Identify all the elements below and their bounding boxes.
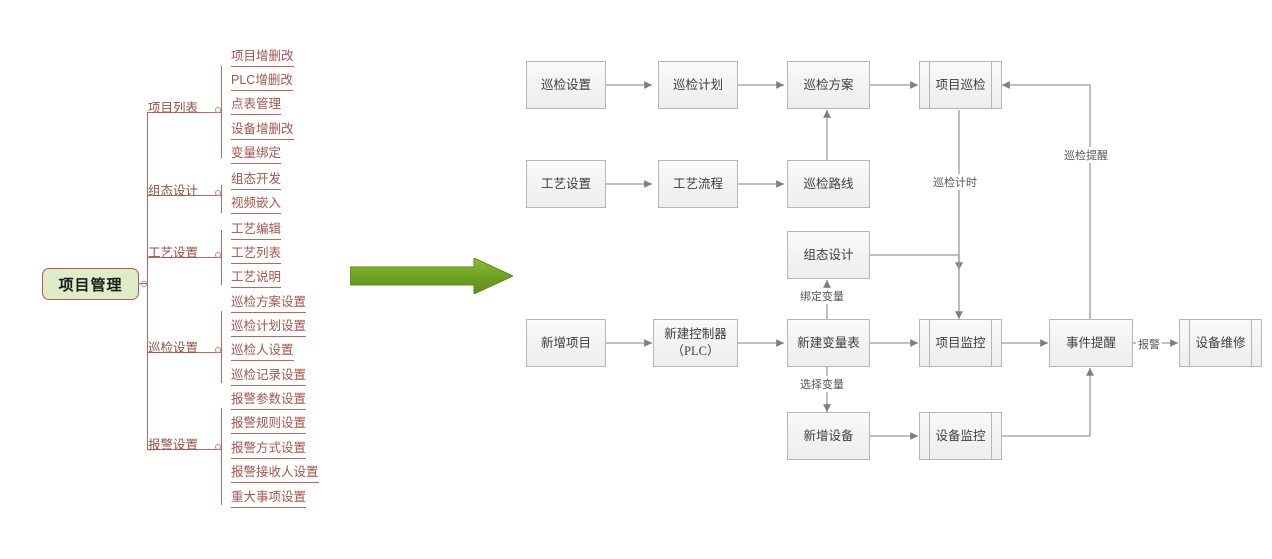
- leaf-spine-0: [221, 66, 223, 158]
- branch-stub-1: [147, 195, 221, 197]
- mindmap-root-stub: [139, 283, 148, 285]
- mindmap-trunk-line: [147, 112, 149, 449]
- leaf-spine-4: [221, 408, 223, 505]
- branch-stub-2: [147, 257, 221, 259]
- flow-node-新增设备[interactable]: 新增设备: [787, 412, 870, 460]
- mindmap-leaf-工艺说明[interactable]: 工艺说明: [231, 266, 282, 288]
- flow-node-事件提醒[interactable]: 事件提醒: [1049, 319, 1133, 367]
- branch-stub-3: [147, 352, 221, 354]
- mindmap-leaf-报警规则设置[interactable]: 报警规则设置: [231, 412, 307, 434]
- flow-node-巡检路线[interactable]: 巡检路线: [787, 160, 870, 208]
- branch-stub-0: [147, 112, 221, 114]
- branch-collapse-dot-0[interactable]: [215, 107, 221, 113]
- mindmap-branch-工艺设置[interactable]: 工艺设置: [148, 246, 199, 260]
- mindmap-leaf-视频嵌入[interactable]: 视频嵌入: [231, 192, 282, 214]
- flow-node-新建控制器-line2: （PLC）: [671, 344, 720, 358]
- flow-node-项目监控[interactable]: 项目监控: [919, 319, 1002, 367]
- mindmap-leaf-巡检人设置[interactable]: 巡检人设置: [231, 339, 294, 361]
- branch-collapse-dot-1[interactable]: [215, 190, 221, 196]
- mindmap-leaf-巡检计划设置[interactable]: 巡检计划设置: [231, 315, 307, 337]
- branch-collapse-dot-4[interactable]: [215, 444, 221, 450]
- flow-node-工艺流程[interactable]: 工艺流程: [658, 160, 738, 208]
- mindmap-leaf-重大事项设置[interactable]: 重大事项设置: [231, 486, 307, 508]
- mindmap-leaf-项目增删改[interactable]: 项目增删改: [231, 45, 294, 67]
- mindmap-leaf-组态开发[interactable]: 组态开发: [231, 168, 282, 190]
- flow-node-项目巡检[interactable]: 项目巡检: [919, 61, 1002, 109]
- edge-label-巡检计时: 巡检计时: [931, 174, 979, 190]
- flow-node-设备维修[interactable]: 设备维修: [1179, 319, 1262, 367]
- mindmap-branch-报警设置[interactable]: 报警设置: [148, 438, 199, 452]
- leaf-spine-1: [221, 185, 223, 213]
- mindmap-branch-项目列表[interactable]: 项目列表: [148, 101, 199, 115]
- branch-stub-4: [147, 449, 221, 451]
- mindmap-leaf-报警接收人设置[interactable]: 报警接收人设置: [231, 461, 319, 483]
- mindmap-leaf-巡检方案设置[interactable]: 巡检方案设置: [231, 291, 307, 313]
- edge-label-巡检提醒: 巡检提醒: [1062, 147, 1110, 163]
- mindmap-leaf-点表管理[interactable]: 点表管理: [231, 93, 282, 115]
- mindmap-leaf-工艺编辑[interactable]: 工艺编辑: [231, 218, 282, 240]
- flow-node-巡检设置[interactable]: 巡检设置: [526, 61, 606, 109]
- mindmap-leaf-巡检记录设置[interactable]: 巡检记录设置: [231, 364, 307, 386]
- mindmap-leaf-报警参数设置[interactable]: 报警参数设置: [231, 388, 307, 410]
- mindmap: 项目管理 项目列表 组态设计 工艺设置 巡检设置 报警设置 项目增删改 PLC增…: [0, 0, 520, 559]
- flow-node-工艺设置[interactable]: 工艺设置: [526, 160, 606, 208]
- branch-collapse-dot-3[interactable]: [215, 347, 221, 353]
- mindmap-leaf-报警方式设置[interactable]: 报警方式设置: [231, 437, 307, 459]
- flow-node-巡检方案[interactable]: 巡检方案: [787, 61, 870, 109]
- mindmap-branch-巡检设置[interactable]: 巡检设置: [148, 341, 199, 355]
- mindmap-leaf-变量绑定[interactable]: 变量绑定: [231, 142, 282, 164]
- flow-node-新建控制器-plc[interactable]: 新建控制器 （PLC）: [653, 319, 738, 367]
- leaf-spine-2: [221, 230, 223, 285]
- flow-node-设备监控[interactable]: 设备监控: [919, 412, 1002, 460]
- flow-node-组态设计[interactable]: 组态设计: [787, 231, 870, 279]
- mindmap-leaf-设备增删改[interactable]: 设备增删改: [231, 118, 294, 140]
- mindmap-leaf-PLC增删改[interactable]: PLC增删改: [231, 69, 293, 91]
- flow-node-新建变量表[interactable]: 新建变量表: [787, 319, 870, 367]
- mindmap-root-node[interactable]: 项目管理: [42, 268, 139, 300]
- flow-node-新建控制器-line1: 新建控制器: [664, 327, 727, 342]
- mindmap-leaf-工艺列表[interactable]: 工艺列表: [231, 242, 282, 264]
- flow-node-巡检计划[interactable]: 巡检计划: [658, 61, 738, 109]
- flow-node-新增项目[interactable]: 新增项目: [526, 319, 606, 367]
- mindmap-branch-组态设计[interactable]: 组态设计: [148, 184, 199, 198]
- green-right-arrow-icon: [350, 258, 513, 294]
- edge-label-绑定变量: 绑定变量: [798, 288, 846, 304]
- branch-collapse-dot-2[interactable]: [215, 252, 221, 258]
- leaf-spine-3: [221, 311, 223, 383]
- edge-label-选择变量: 选择变量: [798, 376, 846, 392]
- edge-label-报警: 报警: [1136, 336, 1162, 352]
